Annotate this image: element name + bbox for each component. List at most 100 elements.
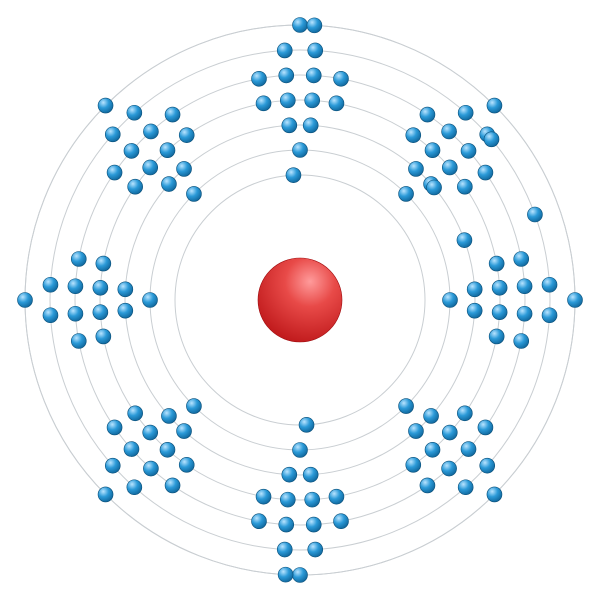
shell-3-electron [302,117,319,134]
shell-5-electron [333,513,349,530]
shell-6-electron [276,42,293,59]
shell-6-electron [483,131,500,148]
shell-6-electron [42,276,59,293]
shell-6-electron [541,276,558,293]
shell-7-electron [292,17,308,33]
shell-3-electron [176,161,192,177]
shell-3-electron [117,281,134,298]
shell-5-electron [251,513,267,530]
shell-6-electron [276,541,293,558]
shell-2-electron [186,398,202,414]
shell-5-electron [460,441,477,457]
shell-4-electron [457,178,473,195]
shell-3-electron [281,466,298,483]
shell-4-electron [328,488,345,505]
shell-7-electron [486,486,503,503]
shell-4-electron [279,491,296,508]
shell-4-electron [142,424,159,441]
shell-4-electron [491,279,508,296]
shell-2-electron [398,186,414,202]
shell-5-electron [513,251,530,267]
shell-7-electron [97,486,114,503]
shell-3-electron [408,161,424,177]
shell-6-electron [42,307,59,324]
shell-5-electron [123,143,140,159]
shell-5-electron [441,460,457,477]
shell-3-electron [466,281,483,298]
shell-6-electron [126,104,143,121]
shell-4-electron [441,159,458,176]
shell-5-electron [70,333,87,349]
shell-1-electron [285,167,302,183]
shell-5-electron [305,67,322,84]
shell-5-electron [164,477,181,494]
shell-4-electron [488,255,505,272]
electrons [17,17,583,583]
shell-3-electron [423,408,439,424]
shell-4-electron [304,92,321,109]
shell-4-electron [92,279,109,296]
shell-5-electron [143,460,159,477]
shell-5-electron [278,516,295,533]
shell-5-electron [123,441,140,457]
shell-3-electron [161,408,177,424]
shell-4-electron [159,142,176,159]
shell-5-electron [513,333,530,349]
shell-5-electron [106,419,123,436]
shell-4-electron [279,92,296,109]
shell-3-electron [281,117,298,134]
shell-2-electron [292,442,308,458]
shell-3-electron [456,232,473,248]
shell-6-electron [527,206,543,223]
shell-5-electron [441,123,457,140]
shell-5-electron [67,305,84,322]
shell-7-electron [97,97,114,114]
shell-6-electron [457,104,474,121]
shell-3-ring [124,124,476,476]
shell-4-electron [255,488,272,505]
shell-5-electron [460,143,477,159]
shell-5-electron [477,164,494,181]
shell-7-electron [17,292,33,308]
shell-4-electron [255,95,272,112]
shell-4-electron [328,95,345,112]
shell-5-electron [70,251,87,267]
shell-3-electron [426,179,442,196]
shell-5-electron [516,278,533,295]
shell-7-electron [567,292,583,308]
shell-5-electron [419,106,436,123]
shell-4-electron [178,457,195,473]
shell-6-electron [457,479,474,496]
shell-5-electron [477,419,494,436]
shell-4-electron [127,178,143,195]
shell-2-electron [398,398,414,414]
shell-2-electron [442,292,458,308]
shell-4-electron [405,127,422,143]
shell-4-electron [142,159,159,176]
shell-2-electron [292,142,308,158]
shell-3-electron [466,302,483,319]
shell-3-electron [408,423,424,439]
shell-3-electron [161,176,177,192]
shell-6-electron [479,457,496,474]
shell-6-electron [307,42,324,59]
shell-3-electron [302,466,319,483]
shell-5-electron [419,477,436,494]
shell-5-electron [106,164,123,181]
shell-4-electron [92,304,109,321]
shell-4-electron [159,441,176,458]
shell-2-electron [186,186,202,202]
shell-5-electron [251,70,267,87]
shell-5-electron [164,106,181,123]
nucleus-group [257,257,343,343]
shell-6-electron [307,541,324,558]
shell-4-electron [178,127,195,143]
shell-5-electron [143,123,159,140]
shell-4-electron [424,441,441,458]
shell-4-electron [491,304,508,321]
shell-4-electron [424,142,441,159]
shell-5-electron [67,278,84,295]
shell-4-electron [95,328,112,345]
